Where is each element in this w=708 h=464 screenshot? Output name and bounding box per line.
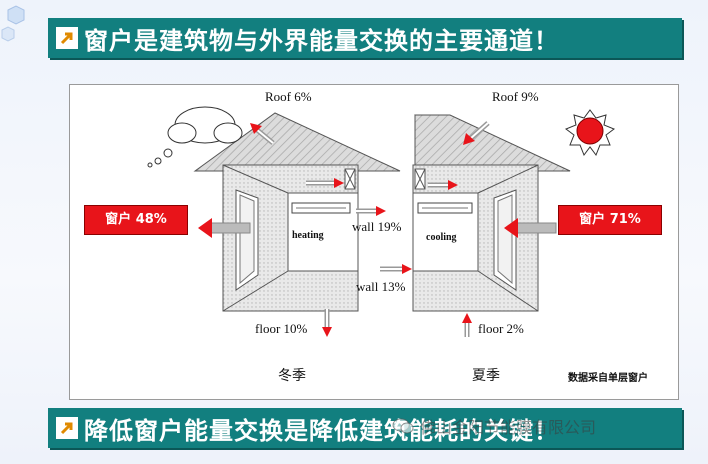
heating-label: heating: [292, 230, 324, 241]
watermark: 佛山金阳节能膜有限公司: [392, 414, 596, 438]
winter-house: [193, 112, 401, 312]
sun-icon: [564, 109, 616, 157]
summer-window-label: 窗户 71%: [558, 205, 662, 235]
summer-house: [412, 114, 571, 312]
page-title: 窗户是建筑物与外界能量交换的主要通道！: [84, 26, 559, 55]
winter-roof-arrow: [250, 123, 275, 145]
summer-roof-label: Roof 9%: [492, 89, 539, 104]
winter-wall-arrow: [356, 206, 386, 216]
summer-vent-arrow: [428, 180, 458, 190]
watermark-text: 佛山金阳节能膜有限公司: [420, 418, 597, 437]
summer-window-arrow: [504, 218, 557, 238]
winter-floor-label: floor 10%: [255, 321, 308, 336]
arrow-icon: [56, 27, 78, 49]
footer-title: 降低窗户能量交换是降低建筑能耗的关键！: [84, 416, 559, 445]
winter-vent-arrow: [306, 178, 344, 188]
bottom-banner: 降低窗户能量交换是降低建筑能耗的关键！: [48, 408, 682, 448]
summer-floor-arrow: [462, 313, 472, 337]
chat-bubble-icon: [392, 418, 414, 434]
data-source-note: 数据采自单层窗户: [568, 373, 648, 384]
cloud-icon: [147, 106, 243, 168]
arrow-icon: [56, 417, 78, 439]
top-banner: 窗户是建筑物与外界能量交换的主要通道！: [48, 18, 682, 58]
winter-season-label: 冬季: [278, 368, 306, 384]
summer-wall-label: wall 13%: [356, 279, 406, 294]
summer-floor-label: floor 2%: [478, 321, 524, 336]
winter-window-arrow: [198, 218, 251, 238]
winter-wall-label: wall 19%: [352, 219, 402, 234]
summer-roof-arrow: [463, 121, 490, 145]
winter-floor-arrow: [322, 309, 332, 337]
diagram-drawing: [147, 106, 616, 337]
corner-hexagon-decoration: [1, 5, 25, 42]
cooling-label: cooling: [426, 232, 457, 243]
summer-wall-arrow: [380, 264, 412, 274]
energy-diagram-panel: Roof 6% Roof 9% 窗户 48% 窗户 71% wall 19% w…: [69, 84, 679, 400]
winter-window-label: 窗户 48%: [84, 205, 188, 235]
winter-roof-label: Roof 6%: [265, 89, 312, 104]
summer-season-label: 夏季: [472, 368, 500, 384]
